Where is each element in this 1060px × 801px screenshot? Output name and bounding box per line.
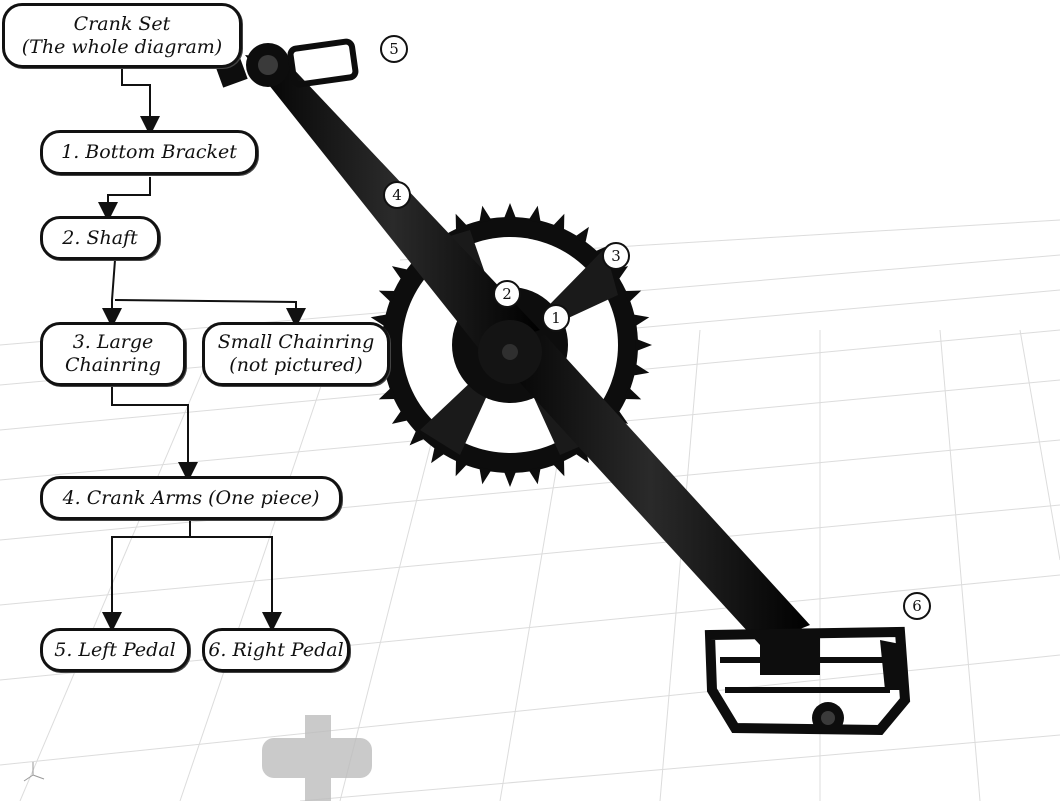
chainring-tooth xyxy=(431,446,446,464)
chainring-tooth xyxy=(632,363,650,376)
callout-2: 2 xyxy=(493,280,521,308)
small-chainring-box: Small Chainring (not pictured) xyxy=(202,322,390,386)
crank-arms-box: 4. Crank Arms (One piece) xyxy=(40,476,342,520)
chainring-tooth xyxy=(635,338,652,352)
chainring-tooth xyxy=(479,467,492,485)
chainring-tooth xyxy=(409,429,426,446)
chainring-tooth xyxy=(528,205,541,223)
right-pedal-box: 6. Right Pedal xyxy=(202,628,350,672)
large-chainring-box: 3. Large Chainring xyxy=(40,322,186,386)
crank-set-subtitle: (The whole diagram) xyxy=(21,35,223,58)
large-chainring-line1: 3. Large xyxy=(72,331,154,354)
chainring-tooth xyxy=(632,314,650,327)
chainring-tooth xyxy=(503,470,517,487)
chainring-tooth xyxy=(370,314,388,327)
crank-set-title: Crank Set xyxy=(73,12,171,35)
callout-5: 5 xyxy=(380,35,408,63)
axis-triad-icon xyxy=(23,762,45,782)
chainring-tooth xyxy=(378,387,397,400)
chainring-tooth xyxy=(623,387,642,400)
chainring-tooth xyxy=(552,458,565,477)
chainring-tooth xyxy=(623,290,642,303)
small-chainring-line2: (not pictured) xyxy=(229,354,363,376)
chainring-tooth xyxy=(391,266,409,281)
chainring-tooth xyxy=(503,203,517,220)
chainring-tooth xyxy=(391,409,409,424)
callout-1: 1 xyxy=(542,304,570,332)
callout-3: 3 xyxy=(602,242,630,270)
left-pedal xyxy=(214,38,359,88)
callout-4: 4 xyxy=(383,181,411,209)
crank-arm-lower xyxy=(490,335,810,645)
chainring-tooth xyxy=(552,213,565,232)
pedal-shadow xyxy=(262,715,372,801)
chainring-tooth xyxy=(455,458,468,477)
shaft-box: 2. Shaft xyxy=(40,216,160,260)
right-pedal xyxy=(704,626,911,736)
chainring-tooth xyxy=(479,205,492,223)
chainring-tooth xyxy=(528,467,541,485)
chainring-tooth xyxy=(574,226,589,244)
chainring-tooth xyxy=(378,290,397,303)
chainring-tooth xyxy=(455,213,468,232)
flow-connectors xyxy=(98,68,306,632)
small-chainring-line1: Small Chainring xyxy=(217,331,375,354)
crank-set-box: Crank Set (The whole diagram) xyxy=(2,3,242,68)
large-chainring-line2: Chainring xyxy=(65,354,161,376)
bottom-bracket-box: 1. Bottom Bracket xyxy=(40,130,258,175)
left-pedal-box: 5. Left Pedal xyxy=(40,628,190,672)
callout-6: 6 xyxy=(903,592,931,620)
